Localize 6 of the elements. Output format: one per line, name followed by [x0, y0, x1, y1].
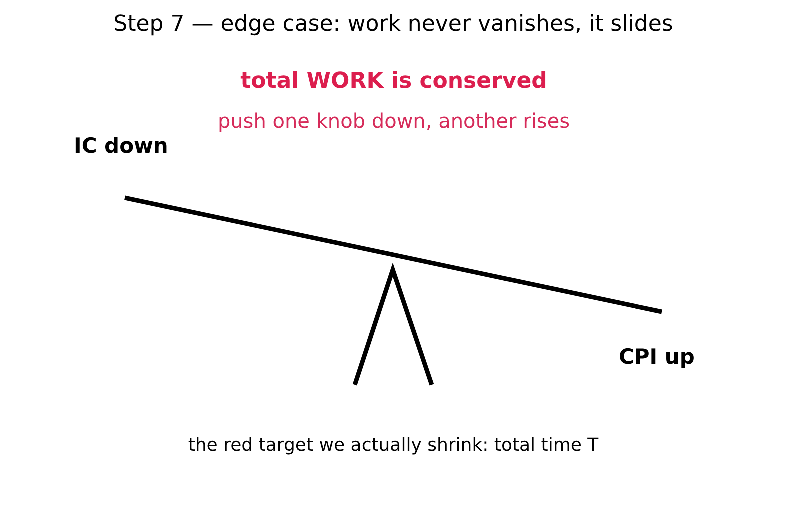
diagram-title: Step 7 — edge case: work never vanishes, it slides [114, 12, 674, 38]
bottom-note: the red target we actually shrink: total time T [188, 435, 599, 457]
highlight-heading: total WORK is conserved [240, 69, 548, 96]
subheading: push one knob down, another rises [218, 109, 570, 133]
right-end-label: CPI up [619, 345, 695, 370]
left-end-label: IC down [74, 134, 168, 160]
